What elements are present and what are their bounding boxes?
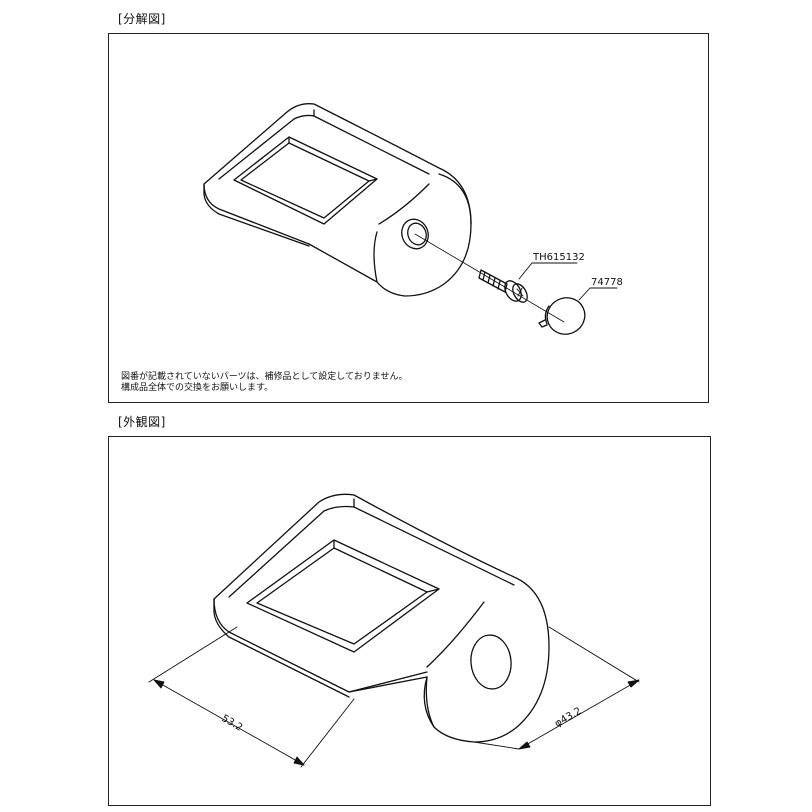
note-line-1: 図番が記載されていないパーツは、補修品として設定しておりません。 bbox=[121, 372, 408, 382]
dimension-lines bbox=[148, 626, 640, 768]
exploded-view-title: [分解図] bbox=[118, 12, 166, 26]
exploded-drawing: TH615132 74778 bbox=[203, 103, 623, 335]
screw-part bbox=[478, 269, 528, 303]
dimension-diameter: φ43.2 bbox=[553, 706, 584, 730]
dimension-length: 53.2 bbox=[220, 713, 245, 734]
exterior-drawing: 53.2 φ43.2 bbox=[148, 493, 640, 768]
note-line-2: 構成品全体での交換をお願いします。 bbox=[121, 383, 274, 393]
exterior-view-title: [外観図] bbox=[118, 415, 166, 429]
part-number-screw: TH615132 bbox=[532, 252, 585, 263]
bracket-body bbox=[213, 493, 550, 743]
exterior-view-panel: 53.2 φ43.2 bbox=[108, 436, 711, 806]
exploded-view-panel: TH615132 74778 図番が記載されていないパーツは、補修品として設定し… bbox=[108, 33, 709, 403]
bracket-body bbox=[203, 103, 472, 297]
cap-part bbox=[538, 297, 586, 335]
part-number-cap: 74778 bbox=[591, 277, 623, 288]
